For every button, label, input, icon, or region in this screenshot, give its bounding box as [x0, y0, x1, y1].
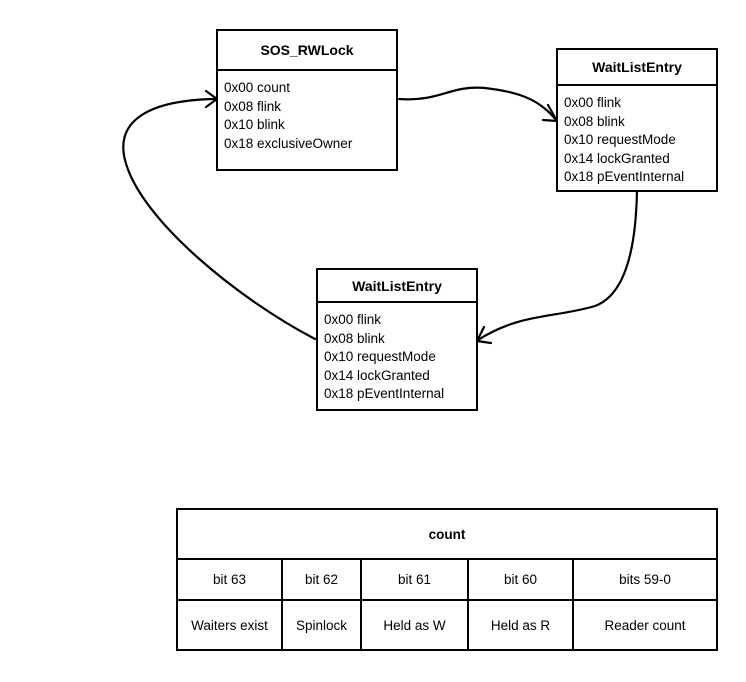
struct-field: 0x00 flink [324, 312, 382, 327]
arrowhead-entry-b [475, 325, 493, 345]
struct-field: 0x08 blink [564, 113, 625, 129]
struct-field: 0x08 flink [224, 98, 282, 114]
wait-list-entry-struct: WaitListEntry 0x00 flink 0x08 blink 0x10… [316, 268, 478, 411]
struct-field: 0x18 pEventInternal [564, 169, 685, 184]
arrow-entry-a-to-entry-b [476, 188, 639, 342]
table-title: count [178, 510, 716, 560]
arrow-lock-to-entry-a [397, 86, 558, 122]
struct-field: 0x14 lockGranted [564, 150, 670, 166]
struct-field: 0x08 blink [324, 330, 385, 346]
struct-field: 0x18 pEventInternal [324, 386, 445, 401]
struct-field: 0x14 lockGranted [324, 367, 430, 383]
count-bit-layout-table: count bit 63 bit 62 bit 61 bit 60 bits 5… [176, 508, 718, 651]
struct-field: 0x10 requestMode [324, 349, 436, 364]
struct-field: 0x10 blink [224, 117, 285, 132]
struct-field: 0x00 flink [564, 95, 622, 110]
struct-fields: 0x00 flink 0x08 blink 0x10 requestMode 0… [558, 86, 716, 187]
bit-cell: bits 59-0 [619, 572, 671, 587]
struct-title: WaitListEntry [318, 270, 476, 303]
struct-title: WaitListEntry [558, 50, 716, 86]
bit-cell: bit 60 [469, 560, 574, 599]
meaning-cell: Held as R [469, 601, 574, 649]
wait-list-entry-struct: WaitListEntry 0x00 flink 0x08 blink 0x10… [556, 48, 718, 192]
sos-rwlock-struct: SOS_RWLock 0x00 count 0x08 flink 0x10 bl… [216, 29, 398, 171]
struct-field: 0x18 exclusiveOwner [224, 135, 353, 151]
meaning-cell: Reader count [604, 617, 686, 633]
struct-fields: 0x00 flink 0x08 blink 0x10 requestMode 0… [318, 303, 476, 404]
arrow-entry-b-to-lock [122, 97, 317, 341]
meaning-cell: Held as W [362, 601, 469, 649]
struct-title: SOS_RWLock [218, 31, 396, 71]
struct-field: 0x10 requestMode [564, 132, 676, 147]
meaning-cell: Spinlock [283, 601, 362, 649]
struct-field: 0x00 count [224, 80, 291, 95]
meaning-cell: Waiters exist [178, 601, 283, 649]
bit-cell: bit 61 [362, 560, 469, 599]
struct-fields: 0x00 count 0x08 flink 0x10 blink 0x18 ex… [218, 71, 396, 153]
bit-cell: bit 62 [283, 560, 362, 599]
bit-cell: bit 63 [178, 560, 283, 599]
bit-row: bit 63 bit 62 bit 61 bit 60 bits 59-0 [178, 560, 716, 601]
meaning-row: Waiters exist Spinlock Held as W Held as… [178, 601, 716, 649]
